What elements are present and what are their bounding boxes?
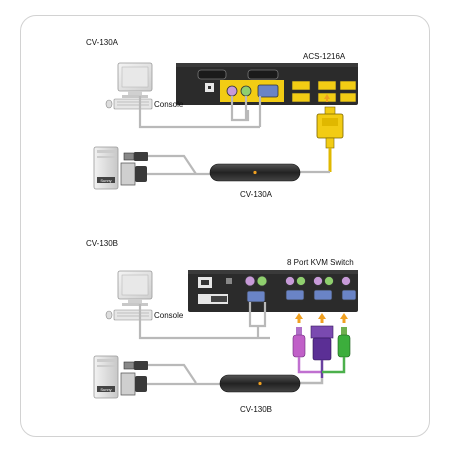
cable-label-bottom: CV-130B (240, 405, 273, 414)
console-label-top: Console (154, 100, 184, 109)
console-monitor-top (117, 62, 153, 98)
switch-label-top: ACS-1216A (303, 52, 346, 61)
switch-label-bottom: 8 Port KVM Switch (287, 258, 354, 267)
console-label-bottom: Console (154, 311, 184, 320)
console-cables-top (138, 96, 262, 129)
pc-connectors-top (120, 152, 148, 186)
pc-brand-bottom: Sunny (100, 387, 111, 392)
connect-arrows (295, 313, 348, 323)
connector-cables-bottom (297, 357, 346, 385)
8-port-kvm-switch (188, 270, 358, 312)
acs-1216a-switch (176, 63, 358, 105)
vga-adapter-top (316, 106, 344, 172)
section-title-bottom: CV-130B (86, 239, 119, 248)
cv-130a-pod (209, 163, 301, 182)
pc-cables-top (147, 154, 330, 176)
pc-tower-top: Sunny (93, 146, 119, 190)
pc-tower-bottom: Sunny (93, 355, 119, 399)
pc-cables-bottom (147, 363, 220, 386)
keyboard-mouse-top (105, 98, 153, 110)
pc-connectors-bottom (120, 361, 148, 396)
cable-label-top: CV-130A (240, 190, 273, 199)
console-monitor-bottom (117, 270, 153, 306)
section-title-top: CV-130A (86, 38, 119, 47)
keyboard-mouse-bottom (105, 309, 153, 321)
cv-130b-pod (219, 374, 301, 393)
console-cables-bottom (138, 302, 270, 340)
pc-brand-top: Sunny (100, 178, 111, 183)
kvm-connectors-bottom (292, 325, 351, 361)
